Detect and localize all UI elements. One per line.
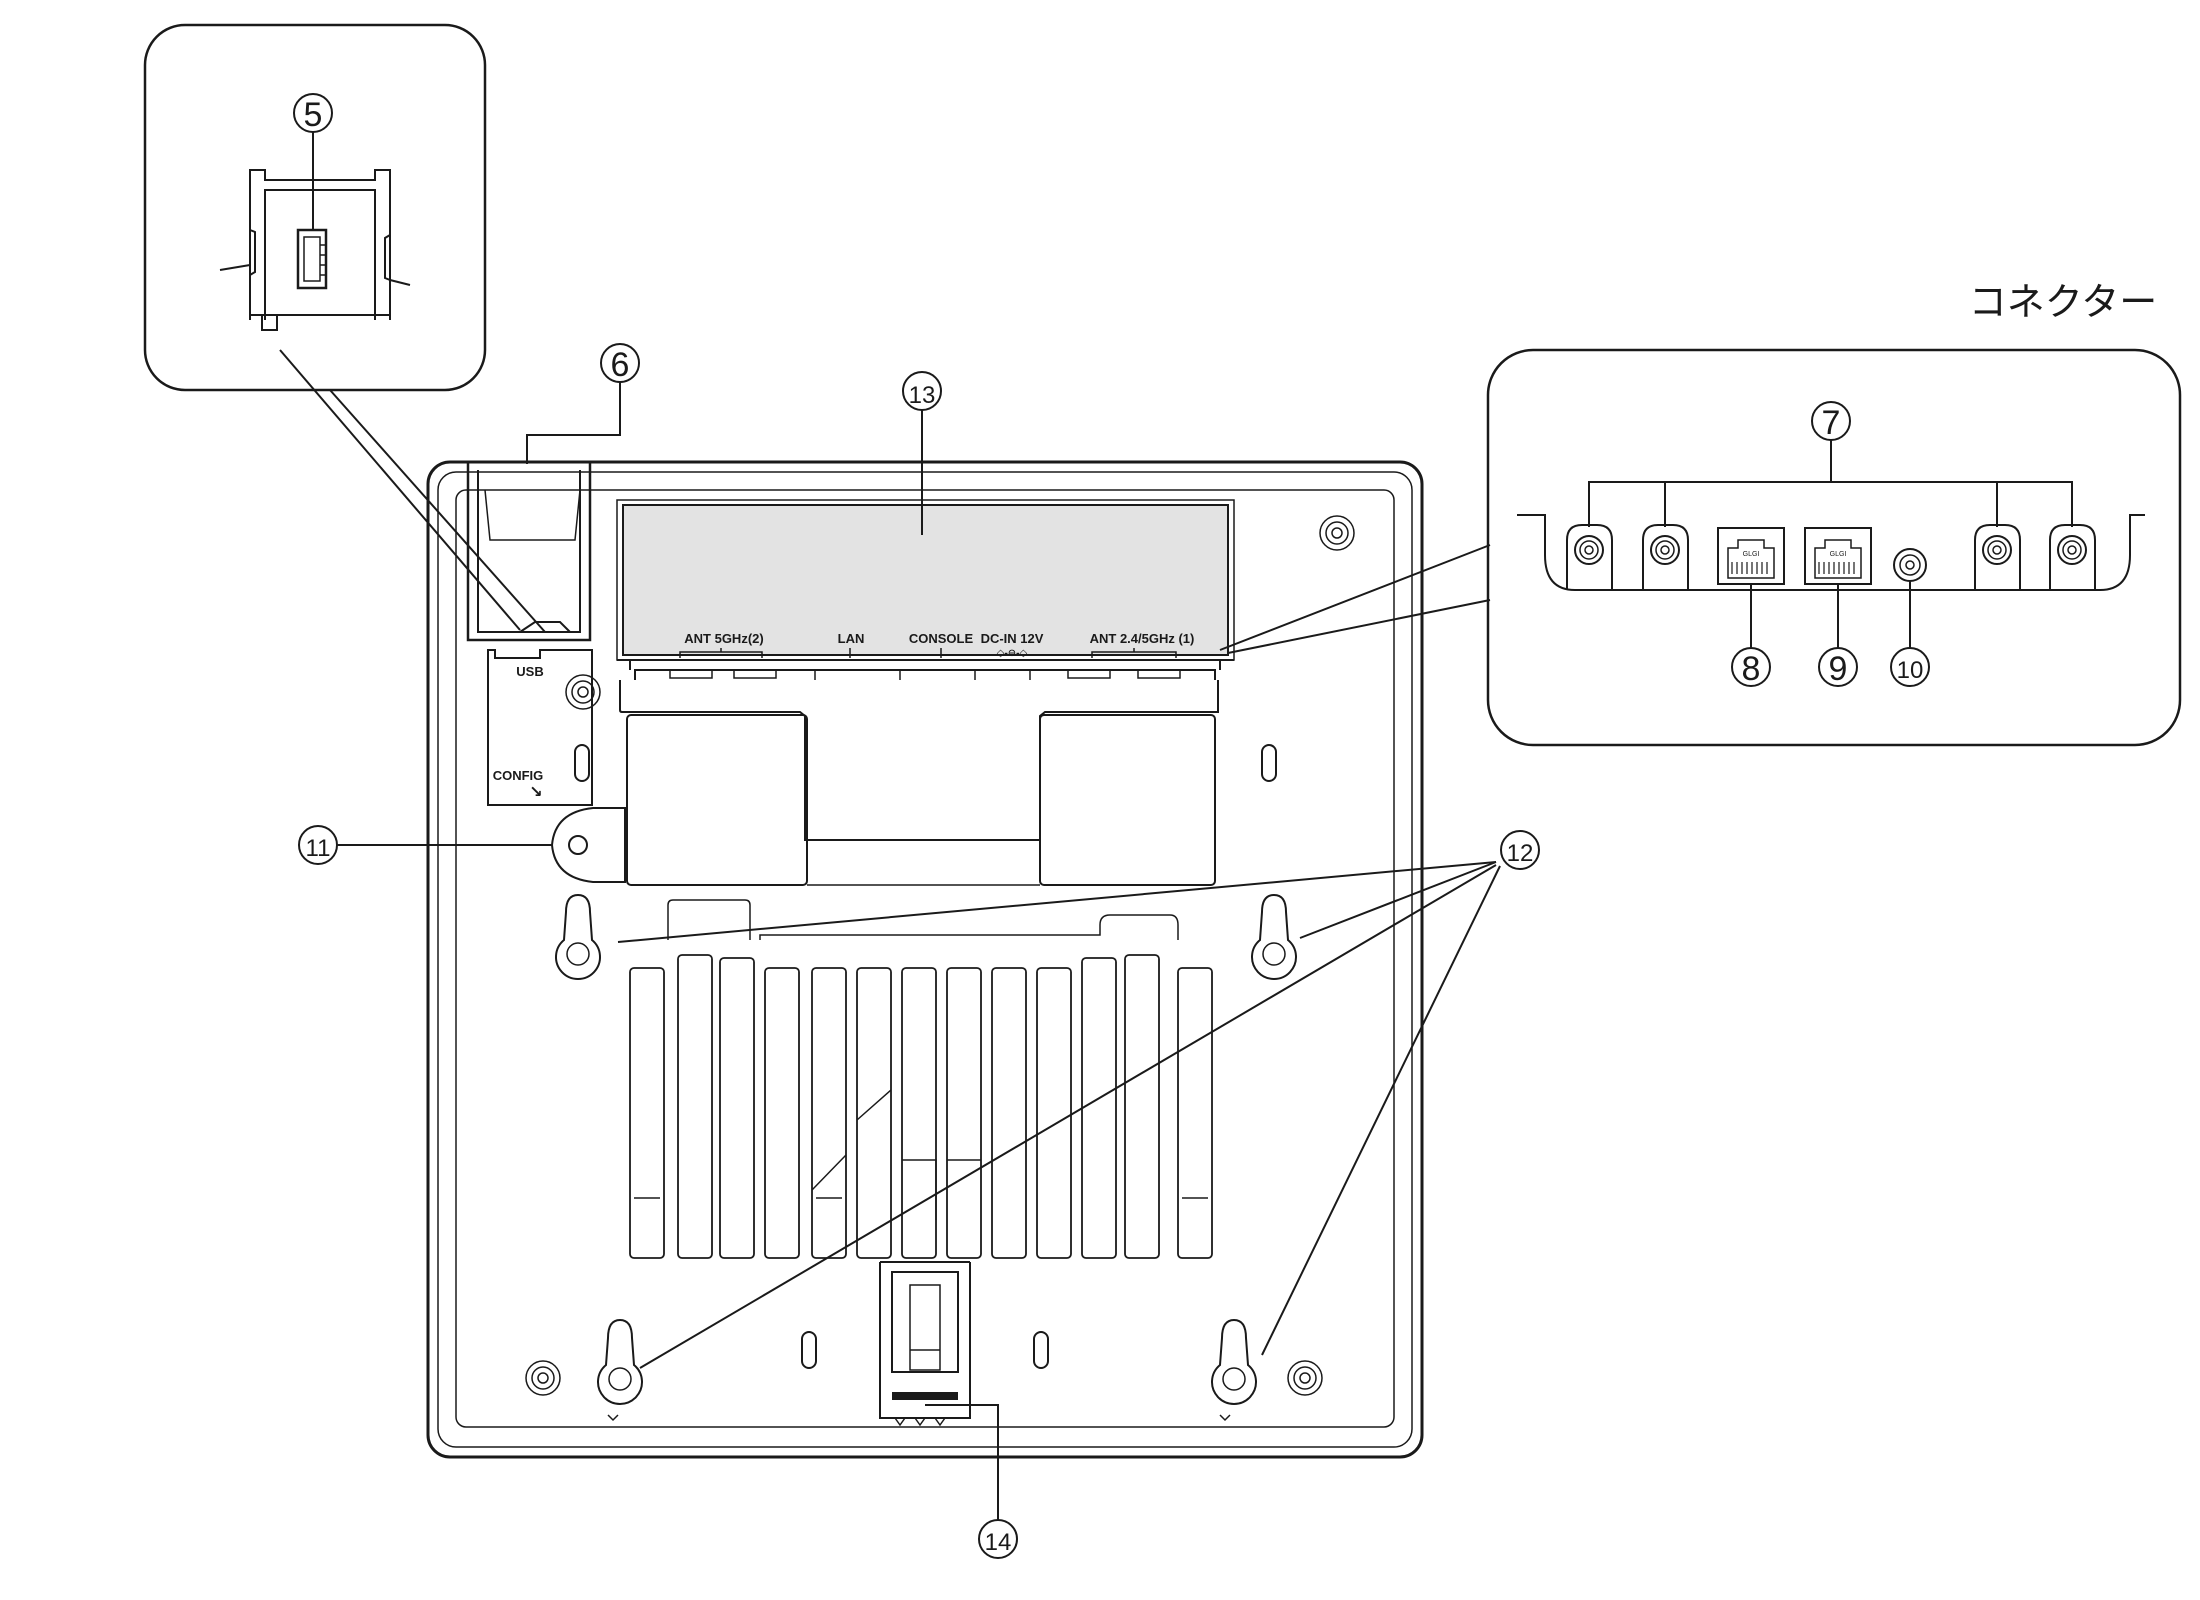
- antenna-jack-icon: [1974, 524, 2021, 590]
- port-label-ant-24-5ghz: ANT 2.4/5GHz (1): [1090, 631, 1195, 646]
- device-body: ANT 5GHz(2) LAN CONSOLE DC-IN 12V ◇-⊖-◇ …: [426, 460, 1424, 1459]
- callout-6-label: 6: [611, 346, 630, 384]
- callout-7-label: 7: [1822, 404, 1841, 442]
- cable-clamp: [879, 1261, 971, 1427]
- usb-label: USB: [516, 664, 543, 679]
- callout-7: 7: [1811, 401, 1851, 442]
- callout-13-label: 13: [909, 382, 936, 409]
- callout-11-label: 11: [306, 835, 331, 862]
- callout-10-label: 10: [1897, 657, 1924, 684]
- screw-top-left: [565, 674, 601, 710]
- callout-14: 14: [925, 1404, 1018, 1559]
- console-port-tag: GLGI: [1830, 551, 1847, 558]
- callout-9: 9: [1818, 647, 1858, 688]
- antenna-jack-icon: [1642, 524, 1689, 590]
- callout-5-label: 5: [304, 96, 323, 134]
- callout-10: 10: [1890, 647, 1930, 687]
- screw-bottom-left: [525, 1360, 561, 1396]
- port-label-ant-5ghz: ANT 5GHz(2): [684, 631, 763, 646]
- port-label-lan: LAN: [838, 631, 865, 646]
- antenna-jack-icon: [2049, 524, 2096, 590]
- port-strip: ANT 5GHz(2) LAN CONSOLE DC-IN 12V ◇-⊖-◇ …: [617, 631, 1234, 670]
- connector-heading: コネクター: [1969, 280, 2157, 324]
- lan-port-tag: GLGI: [1743, 551, 1760, 558]
- mounting-hole-upper-right: [1251, 893, 1297, 980]
- lan-port-icon: GLGI: [1717, 527, 1785, 585]
- callout-11: 11: [298, 825, 552, 865]
- screw-top-right: [1319, 515, 1355, 551]
- callout-9-label: 9: [1829, 650, 1848, 688]
- console-port-icon: GLGI: [1804, 527, 1872, 585]
- port-label-console: CONSOLE: [909, 631, 974, 646]
- dc-polarity-icon: ◇-⊖-◇: [997, 648, 1028, 659]
- reset-button: [550, 807, 626, 883]
- usb-slot: [466, 462, 592, 642]
- port-label-dc-in: DC-IN 12V: [981, 631, 1044, 646]
- config-arrow-icon: ↘: [529, 784, 542, 801]
- connector-inset: GLGI GLGI: [1219, 348, 2182, 747]
- mounting-hole-lower-right: [1211, 1318, 1257, 1405]
- mounting-hole-upper-left: [555, 893, 601, 980]
- label-area: [616, 499, 1235, 661]
- ventilation-grille: [629, 899, 1213, 1259]
- callout-8: 8: [1731, 647, 1771, 688]
- antenna-jack-icon: [1566, 524, 1613, 590]
- dc-in-jack-icon: [1893, 548, 1927, 582]
- callout-5: 5: [293, 93, 333, 134]
- usb-config-panel: USB CONFIG ↘: [487, 649, 593, 806]
- callout-8-label: 8: [1742, 650, 1761, 688]
- mounting-hole-lower-left: [597, 1318, 643, 1405]
- callout-6: 6: [526, 343, 640, 464]
- callout-13: 13: [902, 371, 942, 535]
- usb-detail-inset: [143, 23, 487, 392]
- config-label: CONFIG: [493, 768, 544, 783]
- callout-14-label: 14: [985, 1529, 1012, 1556]
- usb-connector-icon: [296, 228, 328, 290]
- callout-12-label: 12: [1507, 840, 1534, 867]
- connector-shelf: [634, 669, 1216, 680]
- screw-bottom-right: [1287, 1360, 1323, 1396]
- callout-12: 12: [617, 830, 1540, 1369]
